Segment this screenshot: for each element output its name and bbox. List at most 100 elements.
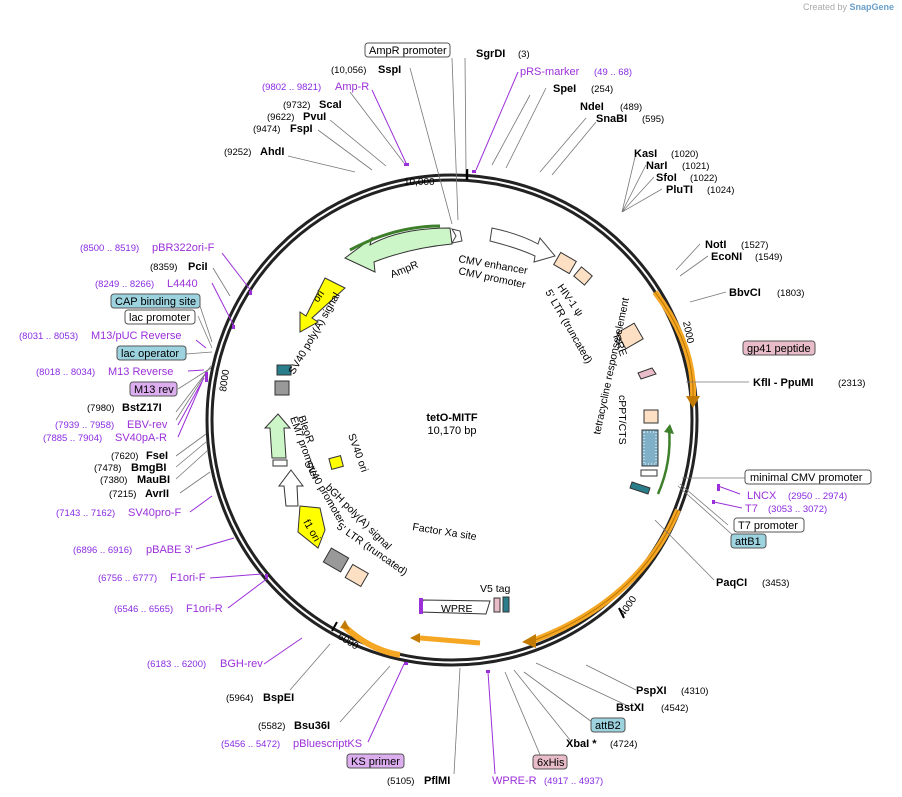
orange-arrow-left	[342, 624, 401, 658]
site-bmgbi: BmgBI	[131, 462, 166, 474]
site-kfli: KflI - PpuMI	[753, 377, 814, 389]
site-ndei-pos: (489)	[620, 102, 642, 113]
site-nari-pos: (1021)	[682, 161, 709, 172]
site-bghrev-pos: (6183 .. 6200)	[147, 659, 206, 670]
site-attb2: attB2	[595, 720, 621, 732]
label-box	[124, 309, 196, 325]
orange-arc-upper-outline	[654, 291, 694, 399]
label-box	[730, 533, 767, 549]
rre-box	[616, 322, 644, 350]
plasmid-length: 10,170 bp	[428, 425, 477, 437]
orange-arc-lower-outline	[534, 509, 679, 641]
backbone-inner-ring	[210, 178, 694, 662]
site-ebvrev-pos: (7939 .. 7958)	[55, 420, 114, 431]
site-sv40par: SV40pA-R	[115, 432, 167, 444]
site-lac-promoter: lac promoter	[129, 312, 190, 324]
backbone-outer-ring	[205, 173, 699, 667]
site-scai: ScaI	[319, 99, 342, 111]
cppt-box	[643, 409, 659, 424]
sv40-promoter-arrow	[278, 469, 304, 507]
site-t7-pos: (3053 .. 3072)	[768, 504, 827, 515]
site-wpre-r-pos: (4917 .. 4937)	[544, 776, 603, 787]
hiv1-psi-box	[553, 251, 577, 275]
label-box	[116, 345, 187, 361]
site-sv40par-pos: (7885 .. 7904)	[43, 433, 102, 444]
site-fsei-pos: (7620)	[111, 451, 138, 462]
v5-tag-label: V5 tag	[480, 583, 511, 595]
site-bstxi: BstXI	[616, 702, 644, 714]
site-bbvci: BbvCI	[729, 287, 761, 299]
site-pbluescript: pBluescriptKS	[293, 738, 362, 750]
gp41-peptide-mark	[637, 367, 657, 380]
site-sfoi: SfoI	[656, 172, 677, 184]
site-wpre-r: WPRE-R	[492, 775, 537, 787]
site-spei: SpeI	[553, 83, 576, 95]
wpre-label: WPRE	[441, 603, 473, 615]
site-6xhis: 6xHis	[537, 757, 565, 769]
cppt-label: cPPT/CTS	[616, 395, 628, 445]
site-pcii: PciI	[188, 261, 208, 273]
primer-leader-lines	[177, 71, 743, 775]
sv40-polya-small	[276, 364, 292, 376]
site-xbai-pos: (4724)	[610, 739, 637, 750]
site-f1orir-pos: (6546 .. 6565)	[114, 604, 173, 615]
site-m13rev-pos: (8018 .. 8034)	[36, 367, 95, 378]
site-prs-marker: pRS-marker	[520, 66, 580, 78]
label-box	[733, 517, 805, 533]
site-t7-promoter: T7 promoter	[738, 520, 798, 532]
primer-ticks	[205, 163, 720, 673]
tre-block	[641, 429, 659, 467]
label-box	[364, 42, 451, 58]
site-avrii-pos: (7215)	[109, 489, 136, 500]
site-sv40prof: SV40pro-F	[128, 507, 181, 519]
site-avrii: AvrII	[145, 488, 169, 500]
site-m13puc-pos: (8031 .. 8053)	[19, 331, 78, 342]
site-l4440-pos: (8249 .. 8266)	[95, 279, 154, 290]
orange-arrowhead-lower	[522, 634, 536, 648]
ltr5b-box	[344, 563, 369, 588]
minimal-cmv-box	[640, 469, 658, 477]
orange-arrowhead-upper	[686, 396, 700, 408]
site-pspxi: PspXI	[636, 685, 667, 697]
site-m13puc: M13/pUC Reverse	[91, 330, 181, 342]
cmv-enhancer-arrow	[489, 227, 556, 263]
site-prs-marker-pos: (49 .. 68)	[594, 67, 632, 78]
label-box	[742, 340, 816, 356]
site-paqci-pos: (3453)	[762, 578, 789, 589]
site-cap-binding: CAP binding site	[115, 296, 196, 308]
ampr-promoter-arrow	[450, 228, 463, 244]
ltr5-box	[573, 266, 593, 286]
tick-label: 8000	[218, 368, 232, 392]
site-pbr322-pos: (8500 .. 8519)	[80, 243, 139, 254]
site-scai-pos: (9732)	[283, 100, 310, 111]
site-t7: T7	[745, 503, 758, 515]
label-box	[129, 381, 178, 397]
site-l4440: L4440	[167, 278, 198, 290]
site-pcii-pos: (8359)	[150, 262, 177, 273]
site-nari: NarI	[646, 160, 667, 172]
sv40-polya-box	[274, 380, 290, 396]
site-bspei: BspEI	[263, 692, 294, 704]
tick-mark	[618, 607, 625, 619]
site-sspi: SspI	[378, 64, 401, 76]
label-box	[110, 293, 201, 309]
attb1-mark	[629, 481, 651, 495]
snapgene-logo: SnapGene	[849, 2, 894, 12]
factor-xa-label: Factor Xa site	[412, 521, 478, 543]
site-bstz17i-pos: (7980)	[87, 403, 114, 414]
site-bghrev: BGH-rev	[220, 658, 263, 670]
bleor-arrow	[263, 413, 292, 459]
sv40-ori-box	[328, 455, 344, 470]
site-spei-pos: (254)	[591, 84, 613, 95]
site-bstxi-pos: (4542)	[661, 703, 688, 714]
site-kasi: KasI	[634, 148, 657, 160]
site-attb1: attB1	[735, 536, 761, 548]
site-snabi: SnaBI	[596, 113, 627, 125]
site-ebvrev: EBV-rev	[127, 419, 168, 431]
site-bmgbi-pos: (7478)	[94, 463, 121, 474]
site-m13-rev-box: M13 rev	[134, 384, 174, 396]
credit-prefix: Created by	[802, 2, 847, 12]
site-ahdi-pos: (9252)	[224, 147, 251, 158]
orange-arc-lower	[533, 508, 681, 643]
site-pbabe-pos: (6896 .. 6916)	[73, 545, 132, 556]
